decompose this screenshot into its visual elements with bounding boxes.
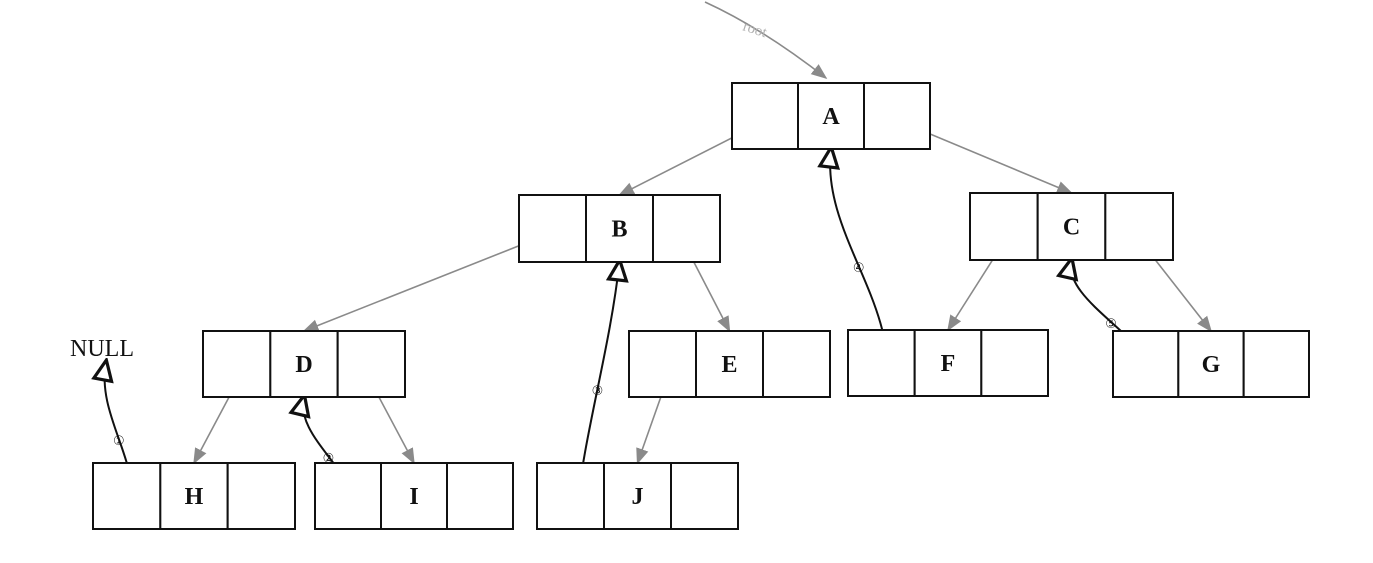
node-label: A [822, 104, 840, 130]
node-e-left-field [628, 330, 697, 398]
node-c-data-field [1036, 192, 1107, 261]
tree-node-f: F [847, 329, 1049, 397]
null-label: NULL [70, 336, 134, 362]
node-i-left-field [314, 462, 382, 530]
node-a-left-field [731, 82, 799, 150]
node-label: J [632, 484, 644, 510]
node-a-right-field [863, 82, 931, 150]
tree-node-e: E [628, 330, 831, 398]
tree-node-j: J [536, 462, 739, 530]
node-f-left-field [847, 329, 916, 397]
tree-node-b: B [518, 194, 721, 263]
node-h-left-field [92, 462, 162, 530]
node-g-right-field [1242, 330, 1310, 398]
node-j-right-field [670, 462, 739, 530]
node-d-right-field [336, 330, 406, 398]
tree-node-a: A [731, 82, 931, 150]
node-c-left-field [969, 192, 1039, 261]
node-label: D [295, 352, 312, 378]
node-c-right-field [1104, 192, 1175, 261]
tree-node-g: G [1112, 330, 1310, 398]
root-pointer: root [704, 1, 828, 79]
node-a-data-field [797, 82, 865, 150]
thread-marker: ④ [853, 261, 865, 276]
tree-node-i: I [314, 462, 514, 530]
node-label: I [409, 484, 418, 510]
node-h-right-field [226, 462, 297, 530]
node-i-data-field [380, 462, 448, 530]
node-b-data-field [585, 194, 654, 263]
thread-marker-label: ② [323, 452, 335, 467]
tree-node-d: D [202, 330, 406, 398]
root-pointer-label: root [741, 19, 770, 42]
node-g-data-field [1177, 330, 1245, 398]
node-b-right-field [652, 194, 721, 263]
tree-nodes: A B C D E F G H I J [92, 82, 1310, 530]
node-g-left-field [1112, 330, 1180, 398]
tree-node-h: H [92, 462, 297, 530]
thread-marker-label: ③ [592, 384, 604, 399]
thread-marker: ⑤ [1105, 317, 1117, 332]
thread-marker: ② [323, 452, 335, 467]
node-e-right-field [762, 330, 831, 398]
thread-marker: ① [113, 434, 125, 449]
node-label: G [1202, 352, 1221, 378]
node-d-data-field [269, 330, 339, 398]
thread-marker-label: ⑤ [1105, 317, 1117, 332]
node-d-left-field [202, 330, 272, 398]
node-b-left-field [518, 194, 587, 263]
root-pointer-arrow [704, 1, 828, 79]
child-links [193, 115, 1212, 465]
node-label: E [721, 352, 737, 378]
thread-marker-label: ① [113, 434, 125, 449]
node-label: B [611, 217, 627, 243]
tree-node-c: C [969, 192, 1175, 261]
node-label: H [185, 484, 204, 510]
thread-marker-label: ④ [853, 261, 865, 276]
node-f-right-field [980, 329, 1049, 397]
node-j-left-field [536, 462, 605, 530]
node-i-right-field [446, 462, 514, 530]
thread-marker: ③ [592, 384, 604, 399]
node-label: C [1063, 215, 1080, 241]
node-label: F [941, 351, 956, 377]
